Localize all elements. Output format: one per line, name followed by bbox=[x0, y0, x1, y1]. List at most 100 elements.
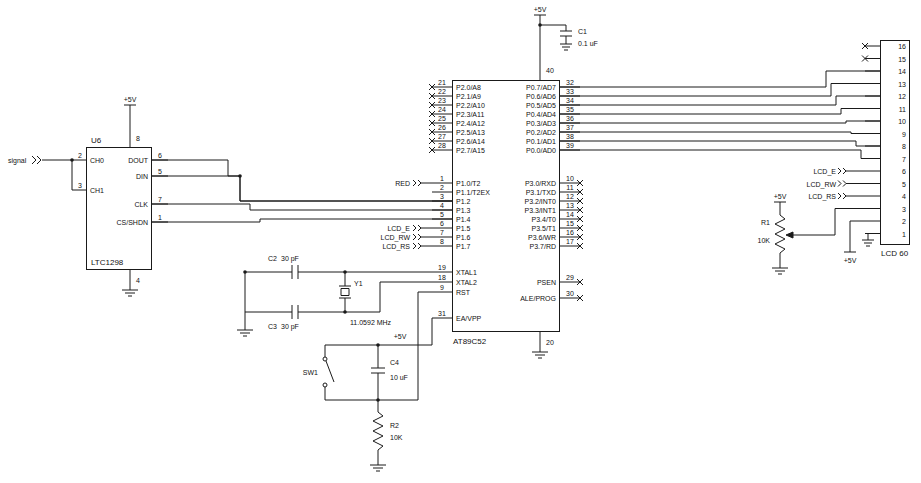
pin-name: P1.1/T2EX bbox=[456, 189, 490, 196]
pin-name: P0.1/AD1 bbox=[526, 138, 556, 145]
pin-number: 8 bbox=[902, 143, 906, 150]
no-connect-mark bbox=[577, 180, 583, 301]
net-label: LCD_RS bbox=[808, 193, 836, 200]
pin-number: 1 bbox=[440, 175, 444, 182]
pin-number: 6 bbox=[440, 220, 444, 227]
power-wire bbox=[534, 15, 566, 80]
pin-name: P2.3/A11 bbox=[456, 111, 484, 118]
pin-number: 34 bbox=[566, 97, 574, 104]
pin-number: 4 bbox=[136, 277, 140, 284]
contrast-wire bbox=[792, 209, 865, 236]
net-label-arrow bbox=[838, 168, 865, 199]
wire bbox=[152, 204, 452, 210]
no-connect-mark bbox=[429, 84, 435, 153]
pin-number: 7 bbox=[440, 229, 444, 236]
pin-name: P1.5 bbox=[456, 225, 470, 232]
pin-number: 9 bbox=[440, 284, 444, 291]
power-label: +5V bbox=[534, 6, 547, 13]
pin-stub bbox=[432, 87, 452, 318]
wire bbox=[152, 160, 452, 201]
pin-number: 10 bbox=[566, 175, 574, 182]
net-label-arrow bbox=[413, 180, 432, 249]
pin-name: P0.3/AD3 bbox=[526, 120, 556, 127]
pin-number: 5 bbox=[902, 180, 906, 187]
pin-name: XTAL2 bbox=[456, 279, 477, 286]
pin-name: P0.5/AD5 bbox=[526, 102, 556, 109]
pin-number: 30 bbox=[566, 290, 574, 297]
pin-number: 7 bbox=[158, 196, 162, 203]
pin-number: 2 bbox=[440, 184, 444, 191]
pin-name: P2.6/A14 bbox=[456, 138, 485, 145]
signal-arrow bbox=[32, 156, 86, 190]
pin-number: 29 bbox=[566, 274, 574, 281]
pin-name: XTAL1 bbox=[456, 269, 477, 276]
pin-number: 5 bbox=[158, 168, 162, 175]
wiper-arrow bbox=[786, 232, 793, 238]
wire bbox=[560, 71, 880, 87]
pin-name: P2.1/A9 bbox=[456, 93, 481, 100]
pin-name: PSEN bbox=[537, 279, 556, 286]
part-label: R2 bbox=[390, 422, 399, 429]
part-label: C4 bbox=[390, 359, 399, 366]
pin-number: 7 bbox=[902, 155, 906, 162]
value-label: 30 pF bbox=[281, 323, 299, 330]
pin-number: 24 bbox=[438, 106, 446, 113]
part-label: Y1 bbox=[354, 280, 363, 287]
pin-number: 8 bbox=[136, 135, 140, 142]
wire bbox=[560, 96, 880, 105]
pin-number: 25 bbox=[438, 115, 446, 122]
pin-number: 37 bbox=[566, 124, 574, 131]
adc-chip: U6LTC1298 bbox=[86, 147, 152, 270]
pin-number: 4 bbox=[902, 193, 906, 200]
pin-number: 3 bbox=[902, 205, 906, 212]
part-label: LCD 60 bbox=[881, 249, 908, 258]
pin-number: 1 bbox=[158, 214, 162, 221]
pin-number: 38 bbox=[566, 133, 574, 140]
junction-dot bbox=[70, 158, 74, 162]
capacitor-symbol bbox=[292, 265, 298, 319]
pin-number: 18 bbox=[438, 274, 446, 281]
part-label: C1 bbox=[578, 28, 587, 35]
part-number: AT89C52 bbox=[453, 337, 486, 346]
pin-number: 35 bbox=[566, 106, 574, 113]
ground-symbol bbox=[772, 268, 788, 274]
ground-symbol bbox=[237, 330, 253, 336]
wire bbox=[560, 150, 880, 159]
pin-number: 13 bbox=[566, 202, 574, 209]
pin-name: DIN bbox=[136, 173, 148, 180]
pin-number: 6 bbox=[158, 152, 162, 159]
crystal-symbol bbox=[339, 272, 351, 312]
power-label: +5V bbox=[844, 257, 857, 264]
net-label: LCD_RW bbox=[807, 180, 836, 187]
ground-symbol bbox=[370, 465, 386, 471]
wire bbox=[560, 132, 880, 134]
pin-number: 6 bbox=[902, 168, 906, 175]
pin-number: 21 bbox=[438, 79, 446, 86]
ground-symbol bbox=[122, 270, 138, 296]
pin-name: P2.0/A8 bbox=[456, 84, 481, 91]
pin-name: CH0 bbox=[90, 157, 104, 164]
junction-dot bbox=[343, 270, 347, 274]
part-label: C3 bbox=[268, 323, 277, 330]
value-label: 10K bbox=[390, 434, 402, 441]
pin-number: 5 bbox=[440, 211, 444, 218]
pin-number: 36 bbox=[566, 115, 574, 122]
pin-stub bbox=[560, 87, 580, 298]
pin-name: P0.4/AD4 bbox=[526, 111, 556, 118]
net-label: LCD_E bbox=[813, 168, 836, 175]
pin-number: 8 bbox=[440, 238, 444, 245]
junction-dot bbox=[376, 343, 380, 347]
part-label: C2 bbox=[268, 255, 277, 262]
pin-stub bbox=[865, 46, 880, 234]
pin-number: 16 bbox=[898, 43, 906, 50]
pin-name: P3.2/INT0 bbox=[524, 198, 556, 205]
pin-name: CLK bbox=[134, 201, 148, 208]
wire bbox=[560, 84, 880, 97]
pin-number: 22 bbox=[438, 88, 446, 95]
power-label: +5V bbox=[774, 193, 787, 200]
pin-name: P0.0/AD0 bbox=[526, 147, 556, 154]
pin-name: ALE/PROG bbox=[520, 295, 556, 302]
pin-number: 1 bbox=[902, 230, 906, 237]
power-label: +5V bbox=[394, 333, 407, 340]
